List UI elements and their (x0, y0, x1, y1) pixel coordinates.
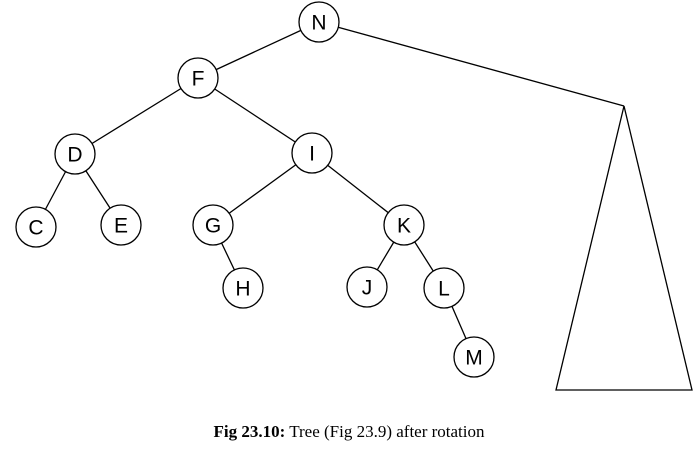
node-label-l: L (438, 278, 450, 301)
node-circle-h (222, 267, 264, 309)
tree-node-g: G (192, 204, 234, 246)
edge-f-d (74, 77, 199, 155)
node-label-c: C (28, 217, 43, 240)
node-label-j: J (362, 277, 373, 300)
tree-node-n: N (298, 1, 340, 43)
node-label-m: M (465, 347, 483, 370)
node-label-h: H (235, 278, 250, 301)
right-subtree-triangle (555, 105, 693, 391)
node-circle-d (54, 133, 96, 175)
node-circle-f (177, 57, 219, 99)
node-label-d: D (67, 144, 82, 167)
node-circle-c (15, 206, 57, 248)
nodes-layer: N F D I C E G K H J L M (15, 1, 495, 378)
figure-caption: Fig 23.10: Tree (Fig 23.9) after rotatio… (0, 422, 698, 442)
node-circle-e (100, 204, 142, 246)
node-label-e: E (114, 215, 128, 238)
tree-node-i: I (291, 132, 333, 174)
tree-node-j: J (346, 266, 388, 308)
tree-node-k: K (383, 204, 425, 246)
node-circle-i (291, 132, 333, 174)
node-circle-l (423, 267, 465, 309)
node-label-g: G (205, 215, 221, 238)
caption-label: Fig 23.10: (213, 422, 286, 441)
node-circle-j (346, 266, 388, 308)
tree-node-f: F (177, 57, 219, 99)
tree-node-l: L (423, 267, 465, 309)
node-circle-n (298, 1, 340, 43)
node-circle-k (383, 204, 425, 246)
tree-node-h: H (222, 267, 264, 309)
node-circle-m (453, 336, 495, 378)
tree-node-e: E (100, 204, 142, 246)
node-label-i: I (309, 143, 315, 166)
edge-f-i (197, 77, 313, 154)
tree-node-d: D (54, 133, 96, 175)
caption-text: Tree (Fig 23.9) after rotation (289, 422, 485, 441)
edge-n-f (197, 21, 320, 79)
edge-n-right-subtree (318, 21, 625, 107)
edges-layer (35, 21, 475, 358)
node-label-k: K (397, 215, 411, 238)
node-circle-g (192, 204, 234, 246)
node-label-n: N (311, 12, 326, 35)
node-label-f: F (192, 68, 205, 91)
tree-node-c: C (15, 206, 57, 248)
tree-node-m: M (453, 336, 495, 378)
